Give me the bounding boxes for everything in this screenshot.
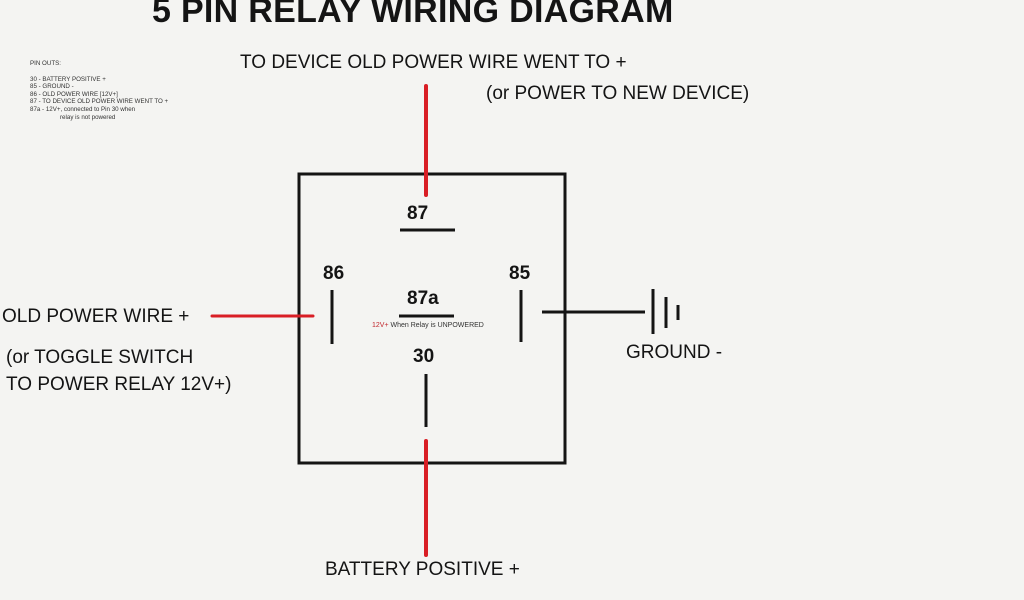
label-left-line2: (or TOGGLE SWITCH (6, 347, 194, 368)
pin-87a-note: 12V+ When Relay is UNPOWERED (372, 322, 484, 329)
pin-87-label: 87 (407, 203, 429, 224)
label-left-line3: TO POWER RELAY 12V+) (6, 374, 232, 395)
pin-85-label: 85 (509, 263, 531, 284)
label-top-line2: (or POWER TO NEW DEVICE) (486, 83, 750, 104)
note-voltage: 12V+ (372, 322, 389, 329)
pin-87a-label: 87a (407, 288, 439, 309)
pinout-line: 85 - GROUND - (30, 83, 74, 91)
label-top-line1: TO DEVICE OLD POWER WIRE WENT TO + (240, 52, 627, 73)
pinouts-legend: PIN OUTS: 30 - BATTERY POSITIVE + 85 - G… (30, 60, 168, 121)
diagram-title: 5 PIN RELAY WIRING DIAGRAM (152, 0, 674, 30)
ground-symbol-icon (651, 289, 680, 334)
pinout-line: 87 - TO DEVICE OLD POWER WIRE WENT TO + (30, 98, 169, 106)
label-ground: GROUND - (626, 342, 723, 363)
pinout-line: 87a - 12V+, connected to Pin 30 when (30, 105, 136, 113)
pin-86-label: 86 (323, 263, 345, 284)
pinout-line: 30 - BATTERY POSITIVE + (30, 75, 106, 83)
pinout-line-continuation: relay is not powered (60, 113, 116, 121)
relay-housing (297, 172, 567, 465)
label-battery-positive: BATTERY POSITIVE + (325, 559, 520, 580)
pin-30-label: 30 (413, 346, 435, 367)
pinout-line: 86 - OLD POWER WIRE [12V+] (30, 90, 118, 98)
pinouts-header: PIN OUTS: (30, 60, 61, 67)
label-left-line1: OLD POWER WIRE + (2, 306, 190, 327)
note-text: When Relay is UNPOWERED (388, 322, 484, 329)
